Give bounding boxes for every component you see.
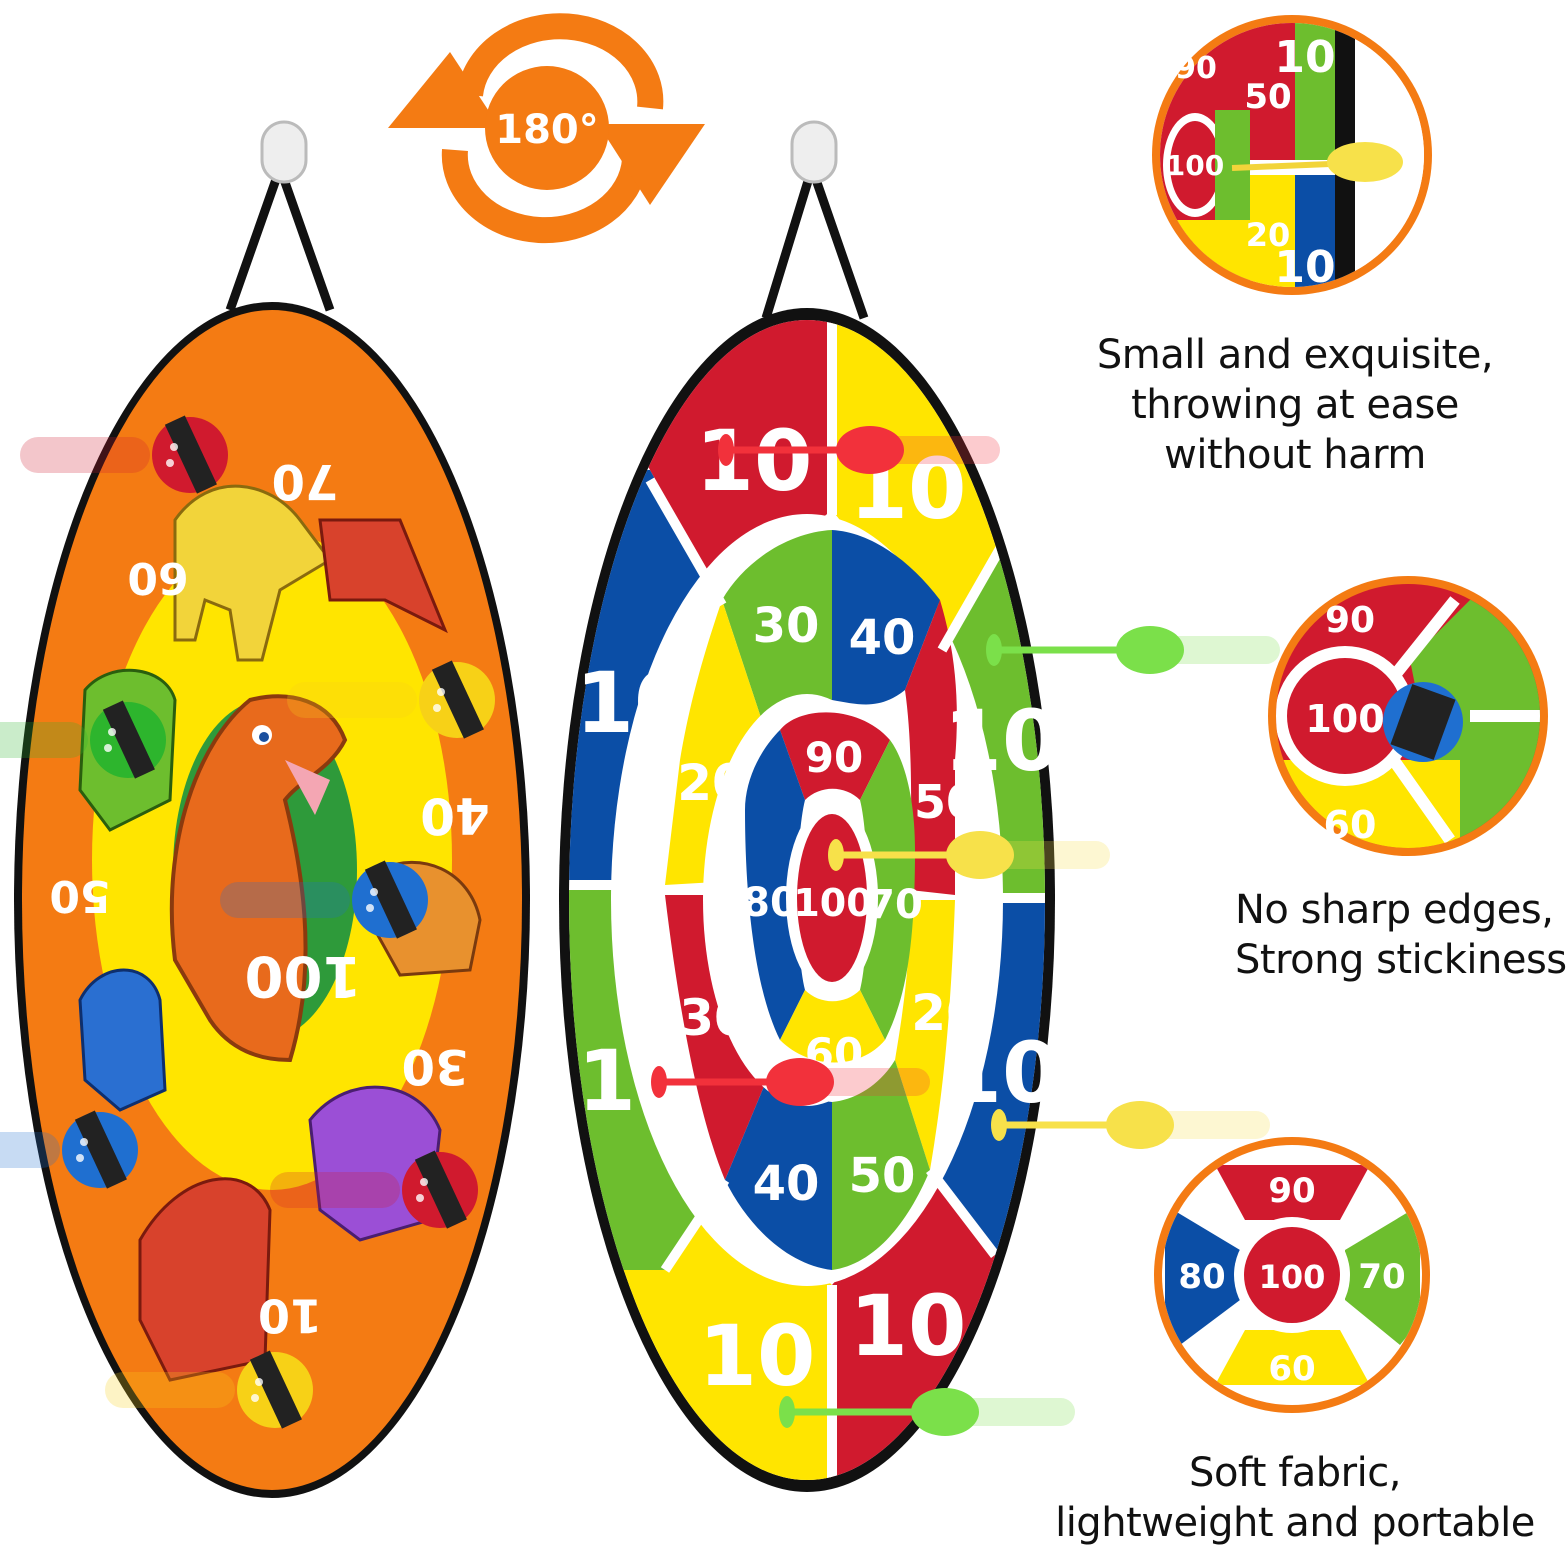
target-segment: [725, 1060, 832, 1270]
detail-score-label: 90: [1175, 51, 1217, 86]
feature-caption-1: Small and exquisite, throwing at ease wi…: [1085, 330, 1505, 480]
detail-score-label: 10: [1274, 242, 1335, 293]
rotate-badge-label: 180°: [495, 107, 599, 153]
caption-line: throwing at ease: [1131, 382, 1459, 428]
target-score-label: 30: [679, 989, 749, 1047]
detail-score-label: 100: [1305, 697, 1384, 741]
target-score-label: 50: [914, 775, 978, 829]
dino-score-label: 10: [258, 1289, 322, 1343]
target-score-label: 10: [699, 1307, 816, 1405]
caption-line: Soft fabric,: [1189, 1450, 1401, 1496]
target-score-label: 20: [911, 984, 981, 1042]
detail-score-label: 100: [1166, 149, 1224, 182]
caption-line: Strong stickiness: [1235, 937, 1567, 983]
target-score-label: 80: [742, 880, 798, 926]
target-score-label: 20: [677, 754, 747, 812]
velcro-ball-icon: [105, 1350, 313, 1429]
suction-dart-icon: [828, 831, 1110, 879]
dinosaur-illustration: [138, 1177, 272, 1382]
target-score-label: 10: [696, 412, 813, 510]
detail-score-label: 100: [1259, 1258, 1326, 1296]
feature-caption-2: No sharp edges, Strong stickiness: [1235, 885, 1568, 985]
target-score-label: 10: [944, 1024, 1061, 1122]
rotate-180-badge: 180°: [388, 13, 705, 244]
target-segment: [905, 600, 957, 895]
detail-score-label: 70: [1358, 1257, 1405, 1297]
velcro-ball-icon: [270, 1150, 478, 1229]
suction-dart-icon: [991, 1101, 1270, 1149]
target-segment: [832, 1060, 930, 1270]
detail-score-label: 80: [1178, 1257, 1225, 1297]
rotate-arrow-left-icon: [388, 52, 500, 128]
suction-dart-icon: [779, 1388, 1075, 1436]
target-score-label: 10: [850, 1277, 967, 1375]
caption-line: lightweight and portable: [1055, 1500, 1535, 1546]
dinosaur-dartboard: 70 60 40 50 100 30 10: [0, 302, 530, 1498]
dinosaur-illustration: [173, 484, 333, 662]
target-segment: [860, 740, 915, 1040]
detail-score-label: 50: [1244, 77, 1291, 117]
target-segment: [745, 730, 805, 1040]
wall-hook-left: [225, 120, 335, 312]
dino-score-label: 60: [127, 552, 188, 603]
target-score-label: 40: [849, 610, 916, 666]
target-score-label: 40: [753, 1156, 820, 1212]
detail-circle-target: 90 80 100 70 60: [1154, 1137, 1430, 1413]
dino-score-label: 30: [402, 1038, 469, 1094]
target-score-label: 50: [849, 1148, 916, 1204]
dinosaur-illustration: [318, 518, 448, 634]
caption-line: without harm: [1164, 432, 1426, 478]
dinosaur-illustration: [78, 968, 167, 1112]
detail-score-label: 20: [1246, 216, 1291, 254]
dino-score-label: 40: [420, 787, 490, 845]
caption-line: No sharp edges,: [1235, 887, 1554, 933]
dino-score-label: 100: [245, 943, 362, 1008]
detail-score-label: 90: [1325, 600, 1375, 641]
detail-circle-ball: 90 100 60: [1268, 576, 1548, 856]
dinosaur-illustration: [169, 694, 348, 1063]
target-segment: [780, 990, 885, 1063]
bullseye-label: 100: [793, 881, 872, 925]
suction-dart-icon: [718, 426, 1000, 474]
target-score-label: 90: [805, 733, 863, 782]
target-score-label: 10: [576, 654, 693, 752]
velcro-ball-icon: [220, 860, 428, 939]
detail-score-label: 60: [1324, 803, 1377, 847]
detail-score-label: 60: [1268, 1349, 1315, 1389]
wall-hook-right: [761, 120, 869, 320]
target-segment: [722, 530, 832, 745]
detail-score-label: 10: [1274, 32, 1335, 83]
target-segment: [780, 712, 890, 800]
dino-score-label: 50: [49, 870, 110, 921]
suction-dart-icon: [651, 1058, 930, 1106]
rotate-arrow-right-icon: [598, 124, 705, 205]
velcro-ball-icon: [287, 660, 495, 739]
velcro-ball-icon: [20, 415, 228, 494]
caption-line: Small and exquisite,: [1096, 332, 1494, 378]
velcro-ball-icon: [0, 700, 166, 779]
target-segment: [895, 900, 955, 1170]
detail-score-label: 90: [1268, 1171, 1315, 1211]
velcro-ball-icon: [0, 1110, 138, 1189]
target-score-label: 30: [753, 598, 820, 654]
feature-caption-3: Soft fabric, lightweight and portable: [1040, 1448, 1550, 1548]
dino-score-label: 70: [272, 453, 339, 509]
target-segment: [832, 530, 940, 705]
suction-dart-icon: [986, 626, 1280, 674]
target-score-label: 70: [867, 882, 923, 928]
target-score-label: 10: [944, 692, 1061, 790]
